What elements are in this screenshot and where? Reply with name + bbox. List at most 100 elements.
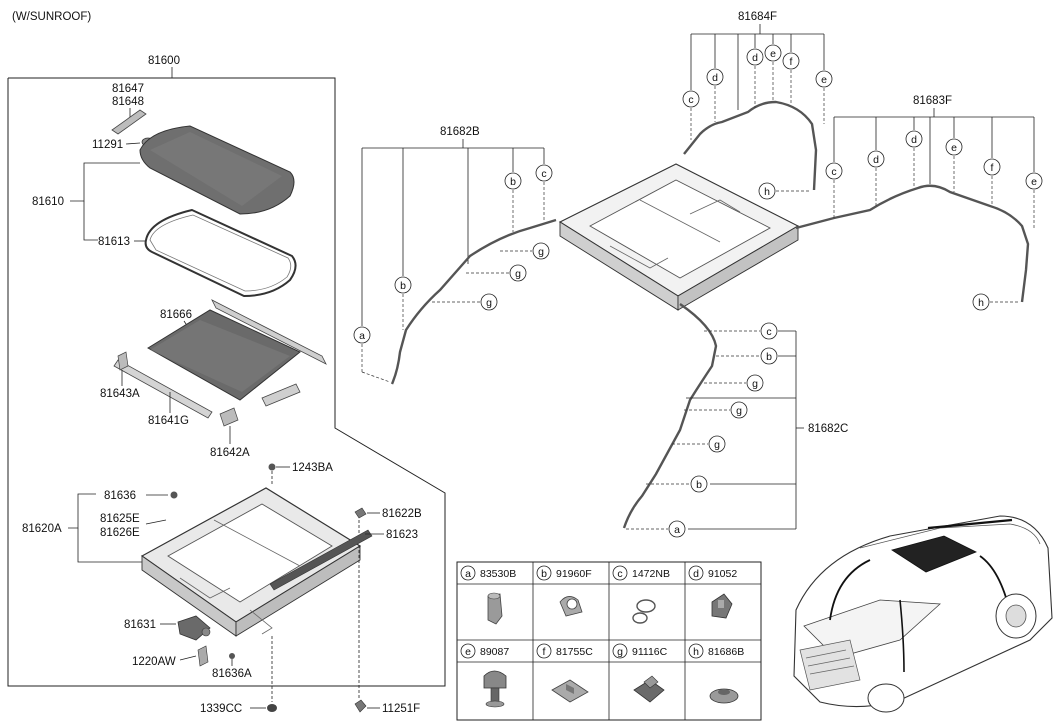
roof-frame-assembly	[558, 163, 800, 311]
legend-f: f 81755C	[536, 643, 593, 659]
legend-c: c 1472NB	[612, 565, 670, 581]
callouts-81684F: c d d e f e h	[682, 44, 833, 200]
svg-text:91052: 91052	[708, 568, 737, 580]
svg-text:b: b	[510, 176, 516, 188]
svg-text:91116C: 91116C	[632, 646, 668, 658]
svg-text:c: c	[831, 166, 836, 178]
legend-e: e 89087	[460, 643, 509, 659]
bracket-1220AW	[197, 645, 209, 667]
label-81682B: 81682B	[440, 126, 480, 138]
drain-rail-81623	[269, 529, 373, 591]
svg-text:g: g	[714, 439, 720, 451]
part-icon-1472NB	[632, 599, 656, 624]
legend-d: d 91052	[688, 565, 737, 581]
clip-81622B	[354, 507, 367, 519]
svg-text:g: g	[515, 268, 521, 280]
callouts-81682C: c b g g g b a	[626, 322, 778, 538]
part-icon-81686B	[709, 688, 739, 704]
sunroof-frame	[140, 487, 362, 637]
svg-text:f: f	[991, 162, 994, 174]
part-icon-89087	[483, 670, 507, 708]
svg-text:e: e	[770, 48, 776, 60]
label-81600: 81600	[148, 55, 180, 67]
svg-text:e: e	[1031, 176, 1037, 188]
label-81631: 81631	[124, 619, 156, 631]
svg-text:h: h	[978, 297, 984, 309]
fastener-legend-table: a 83530B b 91960F c 1472NB d 91052 e 890…	[456, 561, 762, 721]
svg-text:81686B: 81686B	[708, 646, 744, 658]
part-icon-81755C	[551, 679, 589, 703]
label-81684F: 81684F	[738, 11, 777, 23]
svg-text:d: d	[873, 154, 879, 166]
svg-text:a: a	[674, 524, 680, 536]
svg-text:81755C: 81755C	[556, 646, 593, 658]
svg-text:h: h	[693, 646, 699, 658]
label-81643A: 81643A	[100, 388, 140, 400]
svg-text:a: a	[359, 330, 365, 342]
label-1220AW: 1220AW	[132, 656, 176, 668]
svg-text:c: c	[617, 568, 622, 580]
svg-text:d: d	[693, 568, 699, 580]
svg-text:d: d	[911, 134, 917, 146]
svg-text:g: g	[752, 378, 758, 390]
svg-text:g: g	[736, 405, 742, 417]
clip-11251F	[354, 699, 367, 713]
label-11251F: 11251F	[382, 703, 420, 715]
svg-text:e: e	[951, 142, 957, 154]
label-81625E: 81625E	[100, 513, 140, 525]
sunroof-motor	[177, 615, 211, 641]
label-81648: 81648	[112, 96, 144, 108]
label-81642A: 81642A	[210, 447, 250, 459]
grommet-1339CC	[267, 704, 277, 712]
assembly-box	[7, 77, 446, 687]
svg-text:g: g	[538, 246, 544, 258]
sunshade-panel	[147, 299, 327, 407]
part-icon-91960F	[559, 596, 583, 617]
label-81610: 81610	[32, 196, 64, 208]
sunshade-guide-rail	[113, 351, 239, 427]
svg-text:e: e	[821, 74, 827, 86]
label-81641G: 81641G	[148, 415, 189, 427]
vehicle-location-illustration	[793, 515, 1053, 713]
svg-text:89087: 89087	[480, 646, 509, 658]
label-81647: 81647	[112, 83, 144, 95]
label-1243BA: 1243BA	[292, 462, 333, 474]
svg-text:b: b	[541, 568, 547, 580]
sunroof-glass	[139, 125, 295, 215]
svg-text:b: b	[696, 479, 702, 491]
drain-hose-81682B	[390, 218, 557, 385]
legend-a: a 83530B	[460, 565, 516, 581]
label-81620A: 81620A	[22, 523, 62, 535]
legend-g: g 91116C	[612, 643, 668, 659]
svg-text:e: e	[465, 646, 471, 658]
part-icon-91052	[711, 593, 733, 619]
label-81622B: 81622B	[382, 508, 422, 520]
svg-text:g: g	[617, 646, 623, 658]
label-81623: 81623	[386, 529, 418, 541]
callouts-81682B: b c g g g b a	[353, 164, 553, 383]
svg-text:d: d	[752, 52, 758, 64]
label-81636A: 81636A	[212, 668, 252, 680]
svg-text:91960F: 91960F	[556, 568, 592, 580]
drain-hose-81684F	[683, 100, 818, 191]
label-81682C: 81682C	[808, 423, 848, 435]
bolt-1243BA	[268, 463, 276, 471]
svg-text:f: f	[543, 646, 546, 658]
label-81683F: 81683F	[913, 95, 952, 107]
svg-text:h: h	[764, 186, 770, 198]
svg-text:c: c	[688, 94, 693, 106]
svg-text:c: c	[541, 168, 546, 180]
glass-seal-ring	[144, 208, 297, 298]
svg-text:83530B: 83530B	[480, 568, 516, 580]
svg-text:f: f	[790, 56, 793, 68]
deflector-bracket	[111, 109, 147, 135]
label-81626E: 81626E	[100, 527, 140, 539]
label-81613: 81613	[98, 236, 130, 248]
svg-text:g: g	[486, 297, 492, 309]
part-icon-83530B	[487, 592, 503, 625]
callouts-81683F: c d d e f e h	[825, 130, 1043, 311]
variant-title: (W/SUNROOF)	[12, 11, 91, 23]
label-81636: 81636	[104, 490, 136, 502]
svg-text:a: a	[465, 568, 471, 580]
